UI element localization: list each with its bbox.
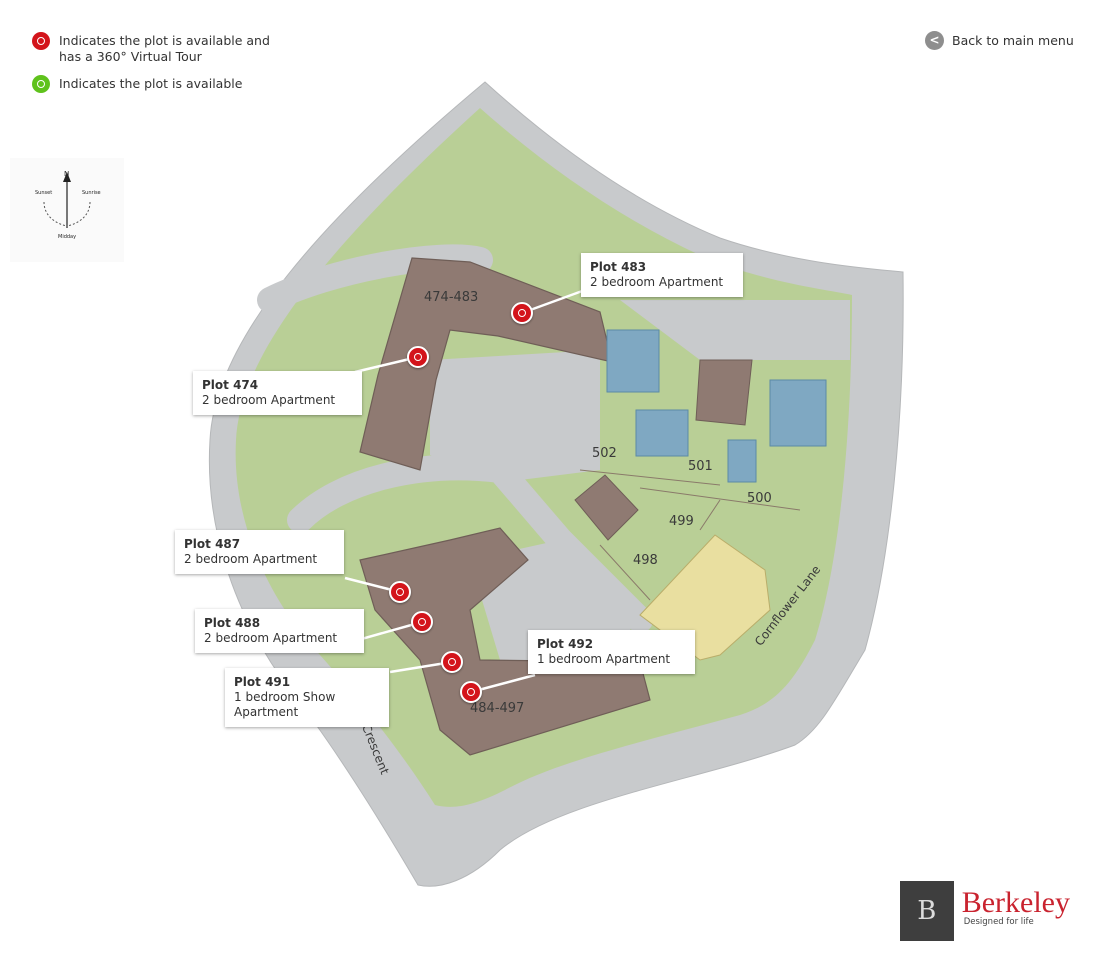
- plot-callout-491[interactable]: Plot 491 1 bedroom Show Apartment: [225, 668, 389, 727]
- virtual-tour-pin-492[interactable]: [460, 681, 482, 703]
- virtual-tour-pin-483[interactable]: [511, 302, 533, 324]
- berkeley-crest-icon: B: [900, 881, 954, 941]
- house-plot-498: [574, 474, 639, 541]
- plot-description: 2 bedroom Apartment: [202, 393, 336, 407]
- compass-sunset: Sunset: [35, 190, 52, 196]
- house-blue-4: [727, 439, 757, 483]
- plot-description: 2 bedroom Apartment: [590, 275, 724, 289]
- virtual-tour-pin-icon: [32, 32, 50, 50]
- plot-number-498: 498: [633, 553, 658, 568]
- berkeley-logo: B Berkeley Designed for life: [900, 881, 1070, 941]
- plot-number-501: 501: [688, 459, 713, 474]
- back-to-main-menu-button[interactable]: < Back to main menu: [925, 31, 1074, 50]
- plot-callout-483[interactable]: Plot 483 2 bedroom Apartment: [581, 253, 743, 297]
- plot-number-502: 502: [592, 446, 617, 461]
- block-label-south: 484-497: [470, 701, 525, 716]
- plot-title: Plot 483: [590, 260, 647, 274]
- back-label: Back to main menu: [952, 33, 1074, 48]
- logo-text: Berkeley Designed for life: [962, 881, 1070, 941]
- legend-tour-text: Indicates the plot is available and has …: [59, 33, 270, 64]
- apartment-block-north: [359, 257, 613, 471]
- virtual-tour-pin-488[interactable]: [411, 611, 433, 633]
- house-blue-2: [635, 409, 689, 457]
- compass: N Sunset Sunrise Midday: [10, 158, 124, 262]
- plot-number-499: 499: [669, 514, 694, 529]
- block-label-north: 474-483: [424, 290, 479, 305]
- compass-midday: Midday: [58, 234, 76, 240]
- available-pin-icon: [32, 75, 50, 93]
- compass-icon: N Sunset Sunrise Midday: [35, 170, 101, 240]
- legend-available-text: Indicates the plot is available: [59, 76, 243, 91]
- plot-title: Plot 492: [537, 637, 594, 651]
- plot-description: 1 bedroom Show Apartment: [234, 690, 336, 719]
- plot-boundaries: [579, 469, 801, 601]
- house-blue-3: [769, 379, 827, 447]
- compass-sunrise: Sunrise: [82, 190, 101, 196]
- plot-description: 1 bedroom Apartment: [537, 652, 671, 666]
- legend-available: Indicates the plot is available: [32, 75, 289, 93]
- virtual-tour-pin-474[interactable]: [407, 346, 429, 368]
- plot-description: 2 bedroom Apartment: [204, 631, 338, 645]
- plot-title: Plot 474: [202, 378, 259, 392]
- plot-number-500: 500: [747, 491, 772, 506]
- plot-callout-487[interactable]: Plot 487 2 bedroom Apartment: [175, 530, 344, 574]
- chevron-left-icon: <: [925, 31, 944, 50]
- plot-callout-492[interactable]: Plot 492 1 bedroom Apartment: [528, 630, 695, 674]
- plot-title: Plot 491: [234, 675, 291, 689]
- parking-area: [430, 350, 600, 480]
- map-legend: Indicates the plot is available and has …: [32, 32, 289, 103]
- house-blue-1: [606, 329, 660, 393]
- plot-title: Plot 488: [204, 616, 261, 630]
- plot-description: 2 bedroom Apartment: [184, 552, 318, 566]
- house-yellow-terrace: [639, 534, 771, 661]
- brand-name: Berkeley: [961, 886, 1070, 919]
- courtyard-road: [620, 300, 850, 360]
- plot-title: Plot 487: [184, 537, 241, 551]
- virtual-tour-pin-491[interactable]: [441, 651, 463, 673]
- compass-north: N: [64, 170, 69, 178]
- plot-callout-488[interactable]: Plot 488 2 bedroom Apartment: [195, 609, 364, 653]
- virtual-tour-pin-487[interactable]: [389, 581, 411, 603]
- brand-tagline: Designed for life: [963, 917, 1034, 927]
- house-plot-brown: [695, 359, 753, 426]
- legend-tour: Indicates the plot is available and has …: [32, 32, 289, 65]
- plot-callout-474[interactable]: Plot 474 2 bedroom Apartment: [193, 371, 362, 415]
